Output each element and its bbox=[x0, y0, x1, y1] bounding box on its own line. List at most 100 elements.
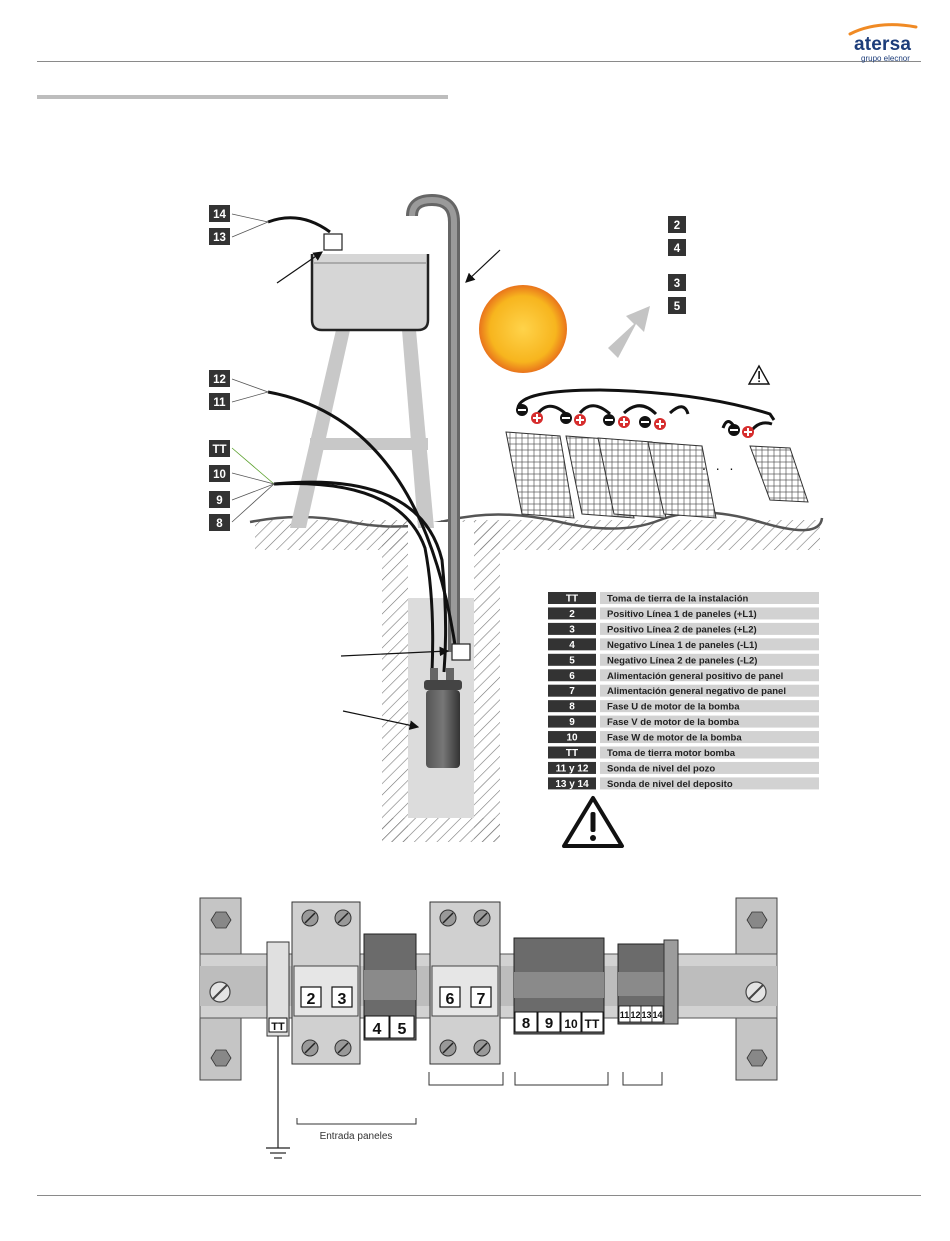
section-title-bar bbox=[37, 95, 448, 99]
terminal-block: TT 2 3 4 5 6 7 bbox=[199, 897, 778, 1159]
plus-icon bbox=[618, 416, 630, 428]
legend-code-box bbox=[548, 638, 596, 651]
tank-level-probe bbox=[323, 233, 343, 251]
legend-code: 13 y 14 bbox=[555, 779, 589, 790]
motor-tags: TT 10 9 8 bbox=[209, 440, 230, 531]
terminal-11-label: 11 bbox=[620, 1010, 630, 1020]
plus-icon bbox=[654, 418, 666, 430]
tag-8: 8 bbox=[216, 518, 223, 530]
header-divider bbox=[37, 61, 921, 62]
panel-wiring bbox=[516, 388, 776, 421]
legend-description: Toma de tierra de la instalación bbox=[607, 594, 749, 605]
brand-logo: atersa grupo elecnor bbox=[848, 20, 928, 64]
tank-wire-tags: 14 13 bbox=[209, 205, 230, 245]
terminal-earth-label: TT bbox=[271, 1021, 285, 1033]
minus-icon bbox=[603, 414, 615, 426]
legend-description: Negativo Línea 2 de paneles (-L2) bbox=[607, 655, 757, 666]
terminal-8-label: 8 bbox=[522, 1015, 530, 1032]
legend-description: Alimentación general positivo de panel bbox=[607, 671, 783, 682]
legend-description: Fase W de motor de la bomba bbox=[607, 733, 742, 744]
legend-code-box bbox=[548, 684, 596, 697]
pointer-arrows bbox=[276, 249, 501, 730]
legend-text-box bbox=[600, 700, 819, 713]
terminal-13-label: 13 bbox=[641, 1010, 651, 1020]
legend-text-box bbox=[600, 592, 819, 604]
label-leaders bbox=[231, 213, 276, 523]
tag-11: 11 bbox=[213, 397, 226, 409]
minus-icon bbox=[728, 424, 740, 436]
tag-14: 14 bbox=[213, 209, 226, 221]
legend-text-box bbox=[600, 746, 819, 759]
legend-description: Sonda de nivel del deposito bbox=[607, 779, 733, 790]
legend-description: Sonda de nivel del pozo bbox=[607, 763, 715, 774]
legend-code: 9 bbox=[569, 717, 575, 728]
warning-icon bbox=[747, 364, 771, 385]
legend-text-box bbox=[600, 684, 819, 697]
terminal-10-label: 10 bbox=[564, 1017, 578, 1031]
tag-4: 4 bbox=[674, 243, 681, 255]
sun-icon bbox=[479, 285, 567, 373]
legend-code: 6 bbox=[569, 671, 575, 682]
panel-line-tags: 2 4 3 5 bbox=[668, 216, 686, 314]
logo-swoosh-icon bbox=[848, 23, 918, 36]
minus-icon bbox=[516, 404, 528, 416]
tag-2: 2 bbox=[674, 220, 680, 232]
legend-description: Fase U de motor de la bomba bbox=[607, 702, 740, 713]
legend-code-box bbox=[548, 607, 596, 620]
legend-description: Negativo Línea 1 de paneles (-L1) bbox=[607, 640, 757, 651]
tag-tt: TT bbox=[212, 444, 226, 456]
panel-ellipsis: . . . bbox=[702, 457, 736, 473]
up-arrow-icon bbox=[608, 306, 650, 358]
legend-code-box bbox=[548, 715, 596, 728]
legend-code: 3 bbox=[569, 624, 575, 635]
legend-text-box bbox=[600, 653, 819, 666]
terminal-2-label: 2 bbox=[307, 991, 316, 1008]
terminal-7-label: 7 bbox=[477, 991, 486, 1008]
solar-panels bbox=[505, 431, 809, 519]
legend-code-box bbox=[548, 746, 596, 759]
well bbox=[382, 522, 500, 842]
footer-divider bbox=[37, 1195, 921, 1196]
legend-description: Toma de tierra motor bomba bbox=[607, 748, 736, 759]
legend-code: 7 bbox=[569, 686, 575, 697]
tag-10: 10 bbox=[213, 469, 226, 481]
polarity-markers bbox=[516, 404, 754, 438]
legend-code-box bbox=[548, 653, 596, 666]
legend-text-box bbox=[600, 638, 819, 651]
terminal-12-label: 12 bbox=[630, 1010, 640, 1020]
tag-9: 9 bbox=[216, 495, 222, 507]
legend-code-box bbox=[548, 761, 596, 774]
well-level-probe bbox=[451, 643, 471, 661]
legend-code-box bbox=[548, 731, 596, 744]
legend-text-box bbox=[600, 715, 819, 728]
legend-text-box bbox=[600, 669, 819, 682]
legend-code: TT bbox=[566, 748, 578, 759]
ground bbox=[249, 511, 824, 550]
legend-text-box bbox=[600, 622, 819, 635]
terminal-5-label: 5 bbox=[398, 1021, 407, 1038]
panel-jumpers bbox=[535, 404, 773, 431]
legend-description: Fase V de motor de la bomba bbox=[607, 717, 740, 728]
legend-description: Alimentación general negativo de panel bbox=[607, 686, 786, 697]
cables bbox=[267, 216, 457, 673]
plus-icon bbox=[742, 426, 754, 438]
minus-icon bbox=[639, 416, 651, 428]
legend-text-box bbox=[600, 761, 819, 774]
tag-5: 5 bbox=[674, 301, 681, 313]
brand-name: atersa bbox=[854, 34, 912, 55]
panel-input-caption: Entrada paneles bbox=[320, 1131, 393, 1142]
legend-text-box bbox=[600, 731, 819, 744]
legend-code: TT bbox=[566, 594, 578, 605]
well-probe-tags: 12 11 bbox=[209, 370, 230, 410]
legend-code-box bbox=[548, 622, 596, 635]
warning-icon bbox=[562, 796, 624, 848]
terminal-motor-earth-label: TT bbox=[585, 1017, 600, 1031]
legend-code: 5 bbox=[569, 655, 575, 666]
terminal-9-label: 9 bbox=[545, 1015, 553, 1032]
legend-text-box bbox=[600, 777, 819, 790]
water-tower bbox=[290, 233, 434, 528]
plus-icon bbox=[574, 414, 586, 426]
terminal-4-label: 4 bbox=[373, 1021, 382, 1038]
